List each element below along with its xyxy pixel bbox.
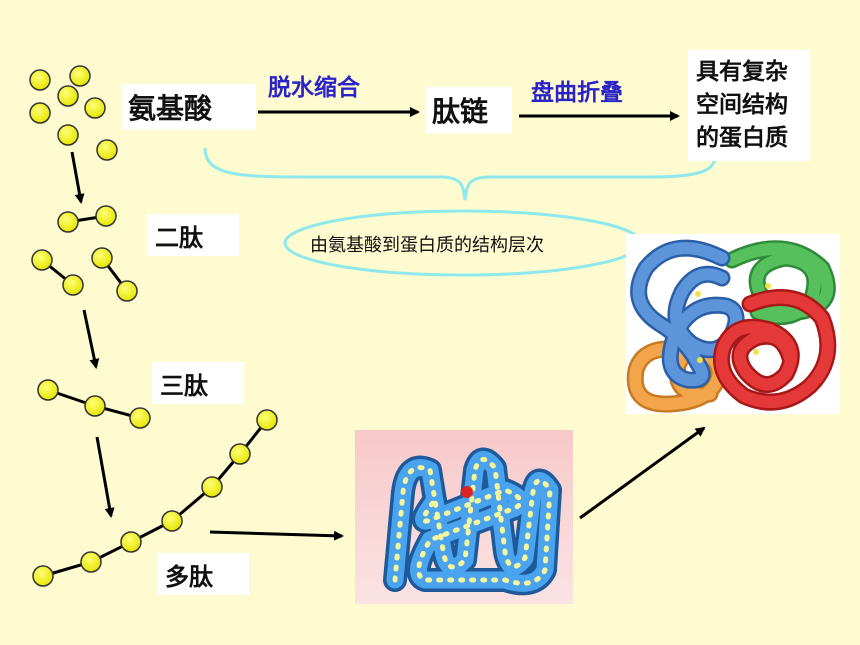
quaternary-protein-image (626, 234, 840, 414)
protein-label-line-2: 空间结构 (696, 92, 788, 118)
arrow-aa-to-dipeptide (70, 151, 85, 204)
caption-text: 由氨基酸到蛋白质的结构层次 (310, 235, 544, 256)
polypeptide-label: 多肽 (157, 553, 249, 595)
dehydration-condensation-label: 脱水缩合 (268, 75, 360, 101)
arrow-polypeptide-to-folded (209, 530, 344, 541)
protein-label-line-1: 具有复杂 (696, 59, 788, 85)
dipeptide-beads (31, 205, 138, 302)
amino-acid-label: 氨基酸 (122, 84, 256, 130)
protein-label: 具有复杂 空间结构 的蛋白质 (688, 50, 810, 161)
coiling-folding-label: 盘曲折叠 (531, 80, 623, 106)
tripeptide-beads (37, 379, 151, 429)
dipeptide-label: 二肽 (147, 214, 239, 256)
tripeptide-label: 三肽 (152, 362, 244, 404)
bracket-brace (203, 147, 718, 201)
polypeptide-beads (32, 409, 278, 587)
free-amino-acids (29, 65, 118, 161)
arrow-folded-to-protein (579, 426, 706, 520)
protein-label-line-3: 的蛋白质 (696, 125, 788, 151)
arrow-tripeptide-to-polypeptide (95, 436, 115, 518)
folded-polypeptide-image (355, 430, 573, 604)
peptide-chain-label: 肽链 (426, 87, 512, 133)
arrow-dipeptide-to-tripeptide (82, 309, 100, 369)
